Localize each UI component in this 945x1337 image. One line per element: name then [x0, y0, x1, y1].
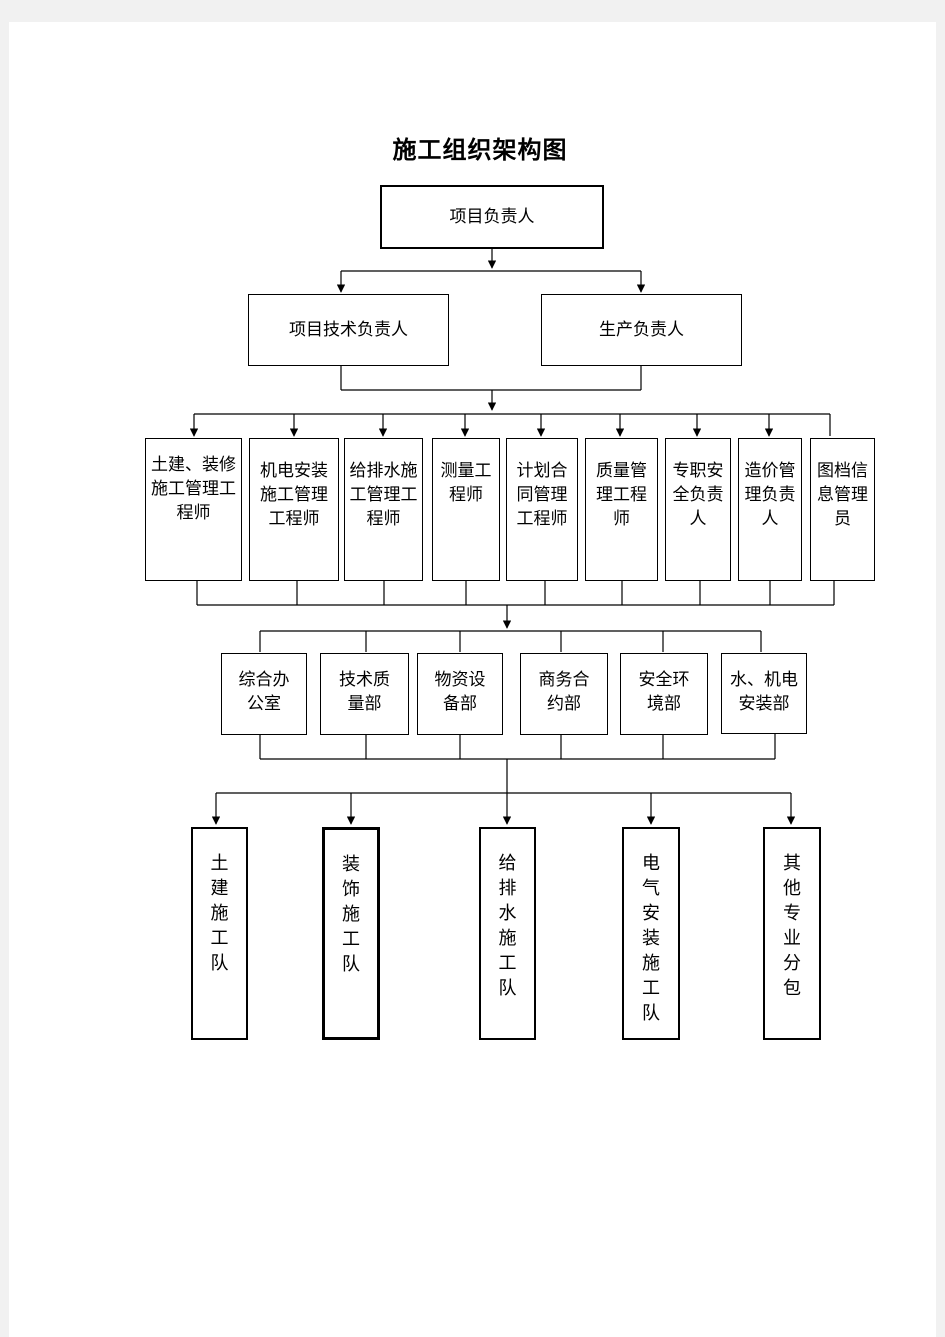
node-subcontract-team: 其他专业分包: [763, 827, 821, 1040]
node-safety-officer: 专职安全负责人: [665, 438, 731, 581]
node-label: 生产负责人: [599, 320, 684, 340]
node-label: 土建、装修施工管理工程师: [151, 455, 236, 523]
node-label: 给排水施工队: [498, 853, 517, 999]
node-label: 安全环境部: [638, 670, 690, 714]
node-business-contract-dept: 商务合约部: [520, 653, 608, 735]
node-label: 其他专业分包: [783, 853, 801, 999]
node-tech-quality-dept: 技术质量部: [320, 653, 409, 735]
node-label: 计划合同管理工程师: [516, 461, 568, 529]
node-survey-engineer: 测量工程师: [432, 438, 500, 581]
node-label: 图档信息管理员: [817, 461, 868, 529]
node-label: 装饰施工队: [342, 854, 360, 975]
node-label: 专职安全负责人: [672, 461, 724, 529]
node-label: 项目负责人: [449, 207, 535, 227]
node-mep-engineer: 机电安装施工管理工程师: [249, 438, 339, 581]
node-decoration-team: 装饰施工队: [322, 827, 380, 1040]
node-production-director: 生产负责人: [541, 294, 742, 366]
node-label: 测量工程师: [440, 461, 492, 505]
node-safety-environment-dept: 安全环境部: [620, 653, 708, 735]
node-label: 物资设备部: [434, 670, 486, 714]
node-label: 给排水施工管理工程师: [349, 461, 418, 529]
node-material-equipment-dept: 物资设备部: [417, 653, 503, 735]
node-plumbing-engineer: 给排水施工管理工程师: [344, 438, 423, 581]
node-label: 造价管理负责人: [744, 461, 796, 529]
node-label: 质量管理工程师: [596, 461, 647, 529]
node-label: 机电安装施工管理工程师: [260, 461, 328, 529]
node-plumbing-team: 给排水施工队: [479, 827, 536, 1040]
node-label: 综合办公室: [238, 670, 290, 714]
node-label: 土建施工队: [210, 853, 229, 974]
node-archive-manager: 图档信息管理员: [810, 438, 875, 581]
node-general-office: 综合办公室: [221, 653, 307, 735]
node-label: 电气安装施工队: [642, 853, 660, 1024]
node-electrical-team: 电气安装施工队: [622, 827, 680, 1040]
node-label: 技术质量部: [339, 670, 390, 714]
node-label: 水、机电安装部: [730, 670, 798, 714]
node-civil-team: 土建施工队: [191, 827, 248, 1040]
node-quality-engineer: 质量管理工程师: [585, 438, 658, 581]
node-cost-manager: 造价管理负责人: [738, 438, 802, 581]
node-civil-engineer: 土建、装修施工管理工程师: [145, 438, 242, 581]
node-technical-director: 项目技术负责人: [248, 294, 449, 366]
node-project-manager: 项目负责人: [380, 185, 604, 249]
node-label: 项目技术负责人: [289, 320, 408, 340]
chart-title: 施工组织架构图: [392, 135, 568, 164]
node-contract-engineer: 计划合同管理工程师: [506, 438, 578, 581]
node-mep-installation-dept: 水、机电安装部: [721, 653, 807, 734]
node-label: 商务合约部: [538, 670, 590, 714]
